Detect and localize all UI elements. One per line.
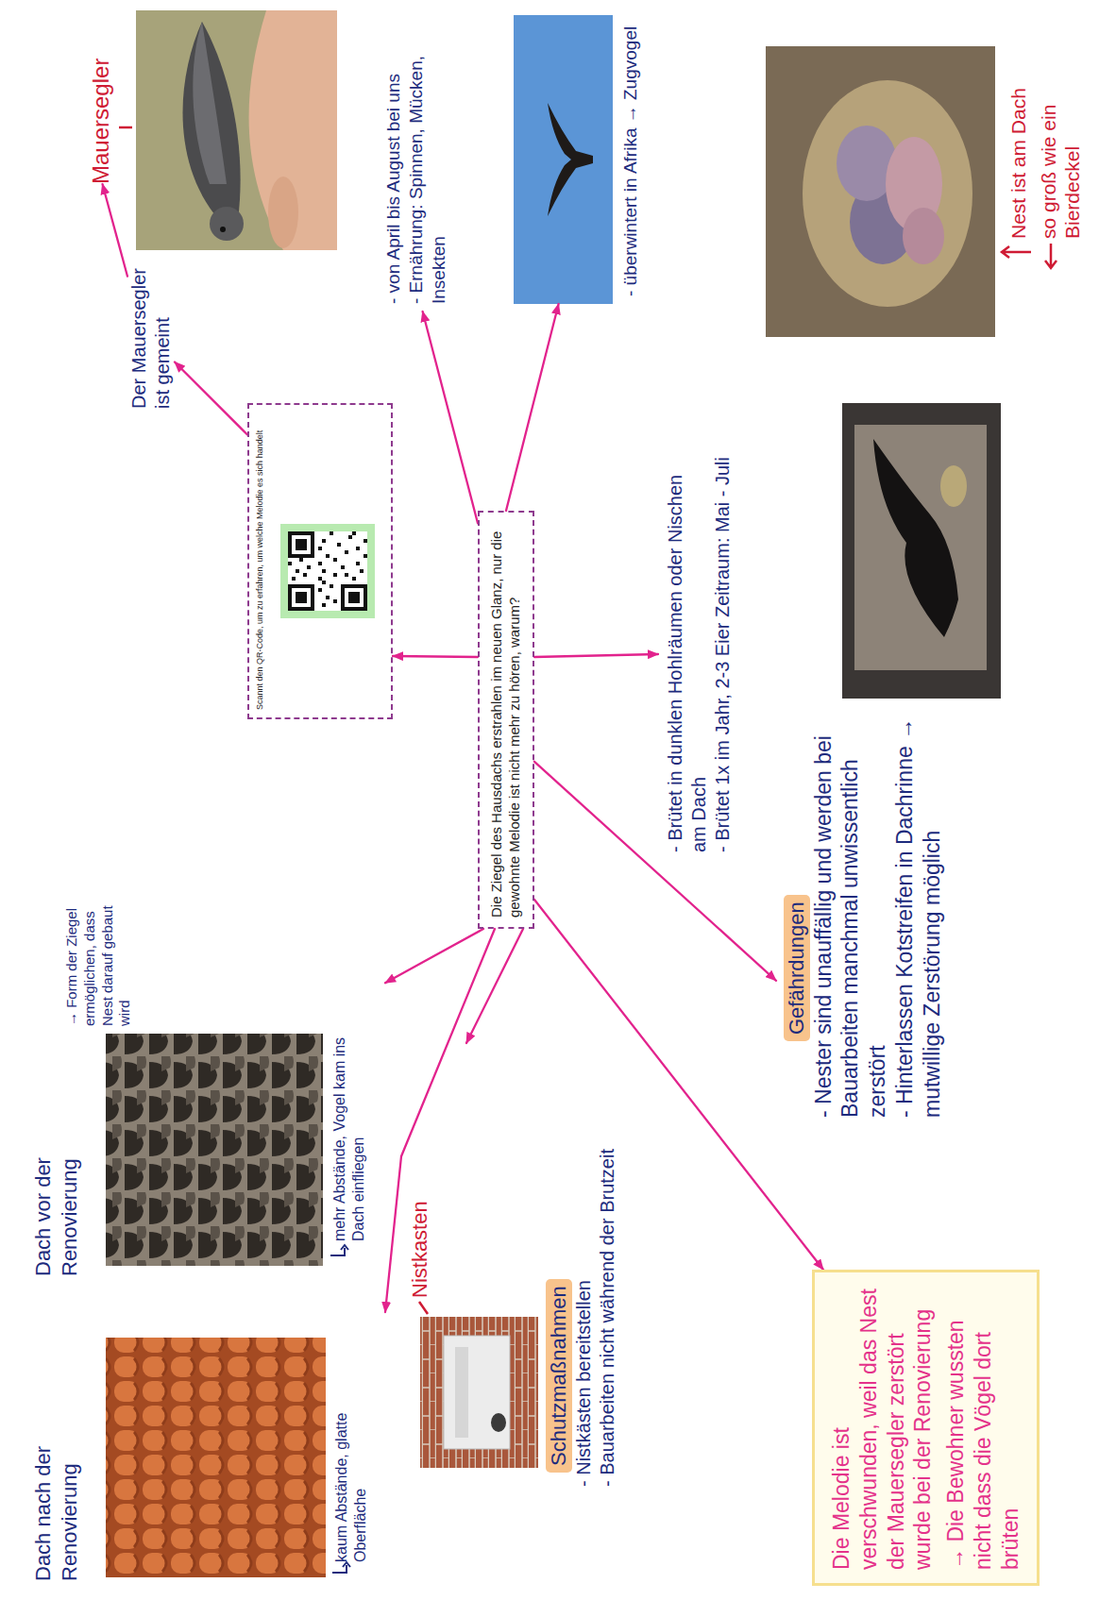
bullet-text: - Hinterlassen Kotstreifen in Dachrinne … — [891, 702, 947, 1118]
swift-silhouette — [547, 102, 593, 217]
nest-material — [940, 465, 967, 508]
connector-arrow — [534, 654, 659, 658]
photo-roof-after — [105, 1337, 326, 1578]
swift-silhouette — [873, 439, 959, 638]
photo-flying-swift — [513, 15, 613, 305]
connector-arrow — [534, 899, 824, 1270]
connector-arrow — [385, 929, 484, 983]
photo-nest-box — [420, 1317, 539, 1469]
bullet-text: - Nistkästen bereitstellen — [572, 1043, 596, 1488]
pointer-arrow — [1001, 246, 1032, 258]
question-box: Die Ziegel des Hausdachs erstrahlen im n… — [477, 510, 535, 930]
annotation-label: Nistkasten — [407, 1175, 433, 1299]
conclusion-text: Die Melodie ist verschwunden, weil das N… — [828, 1285, 937, 1571]
roof-after-group: Dach nach der Renovierung kaum Abstände, … — [30, 1281, 386, 1593]
qr-modules — [287, 531, 368, 608]
photo-heading: Dach vor der Renovierung — [30, 1059, 83, 1277]
conclusion-text: → Die Bewohner wussten nicht dass die Vö… — [942, 1285, 1024, 1571]
chick — [902, 207, 945, 265]
annotation-label: Nest ist am Dach — [1006, 21, 1031, 239]
info-note: - von April bis August bei uns- Ernährun… — [382, 9, 450, 312]
qr-finder — [287, 531, 368, 611]
bullet-text: - Brütet in dunklen Hohlräumen oder Nisc… — [663, 456, 711, 853]
bullet-text: - Nester sind unauffällig und werden bei… — [810, 702, 892, 1118]
bullet-text: - Ernährung: Spinnen, Mücken, Insekten — [405, 9, 451, 305]
nest-box — [443, 1335, 510, 1450]
connector-arrow — [422, 311, 478, 524]
photo-roof-before — [105, 1033, 323, 1267]
connector-arrow — [466, 929, 524, 1044]
hand — [249, 10, 338, 251]
qr-instruction: Scannt den QR-Code, um zu erfahren, um w… — [254, 412, 266, 711]
protection-block: Schutzmaßnahmen- Nistkästen bereitstelle… — [415, 1043, 620, 1488]
qr-box: Scannt den QR-Code, um zu erfahren, um w… — [247, 403, 393, 720]
photo-note: mehr Abstände, Vogel kam ins Dach einfli… — [330, 1014, 369, 1242]
swift-wing — [192, 21, 227, 185]
hook-arrowhead — [340, 1245, 349, 1251]
photo-swift-niche — [842, 403, 1001, 699]
answer-note: Der Mauersegler ist gemeint — [127, 253, 175, 409]
connector-arrow — [385, 929, 495, 1313]
annotation-label: so groß wie ein Bierdeckel — [1036, 16, 1084, 239]
bullet-text: - von April bis August bei uns — [382, 9, 406, 305]
threats-block: Gefährdungen- Nester sind unauffällig un… — [776, 702, 946, 1118]
bullet-text: - Brütet 1x im Jahr, 2-3 Eier Zeitraum: … — [710, 456, 735, 853]
bullet-text: - überwintert in Afrika → Zugvogel — [619, 15, 643, 297]
photo-note: kaum Abstände, glatte Oberfläche — [332, 1402, 371, 1563]
nest — [802, 80, 973, 307]
pointer-arrow — [1045, 243, 1057, 269]
conclusion-box: Die Melodie ist verschwunden, weil das N… — [811, 1269, 1040, 1587]
connector-arrow — [392, 656, 478, 658]
nest-box-lid — [455, 1347, 469, 1438]
question-text: Die Ziegel des Hausdachs erstrahlen im n… — [488, 522, 525, 918]
bullet-text: - Bauarbeiten nicht während der Brutzeit — [595, 1043, 620, 1488]
qr-ground — [280, 524, 375, 619]
breeding-note: - Brütet in dunklen Hohlräumen oder Nisc… — [658, 456, 735, 853]
answer-text: Der Mauersegler ist gemeint — [127, 253, 175, 409]
finger — [268, 176, 299, 249]
photo-note: → Form der Ziegel ermöglichen, dass Nest… — [63, 884, 135, 1027]
connector-arrow — [174, 362, 248, 436]
swift-eye — [219, 226, 226, 233]
hook-arrowhead — [342, 1562, 351, 1568]
species-name: Mauersegler — [86, 42, 116, 185]
photo-swift-hand — [135, 10, 338, 251]
info-photo-group: - überwintert in Afrika → Zugvogel — [513, 15, 643, 305]
niche-wall — [854, 424, 987, 671]
leader-line — [419, 1302, 428, 1315]
swift-head — [209, 206, 244, 241]
bird — [490, 1413, 507, 1433]
photo-heading: Dach nach der Renovierung — [30, 1392, 83, 1582]
section-heading: Gefährdungen — [783, 895, 811, 1042]
qr-code — [287, 531, 368, 611]
section-heading: Schutzmaßnahmen — [545, 1279, 573, 1473]
leader-line — [118, 126, 133, 130]
swift-body — [183, 21, 241, 220]
photo-nest-chicks — [765, 46, 996, 338]
roof-before-group: Dach vor der Renovierung → Form der Ziege… — [30, 879, 386, 1277]
species-label: Mauersegler — [86, 42, 116, 185]
connector-arrow — [102, 184, 129, 277]
connector-arrow — [506, 304, 559, 511]
